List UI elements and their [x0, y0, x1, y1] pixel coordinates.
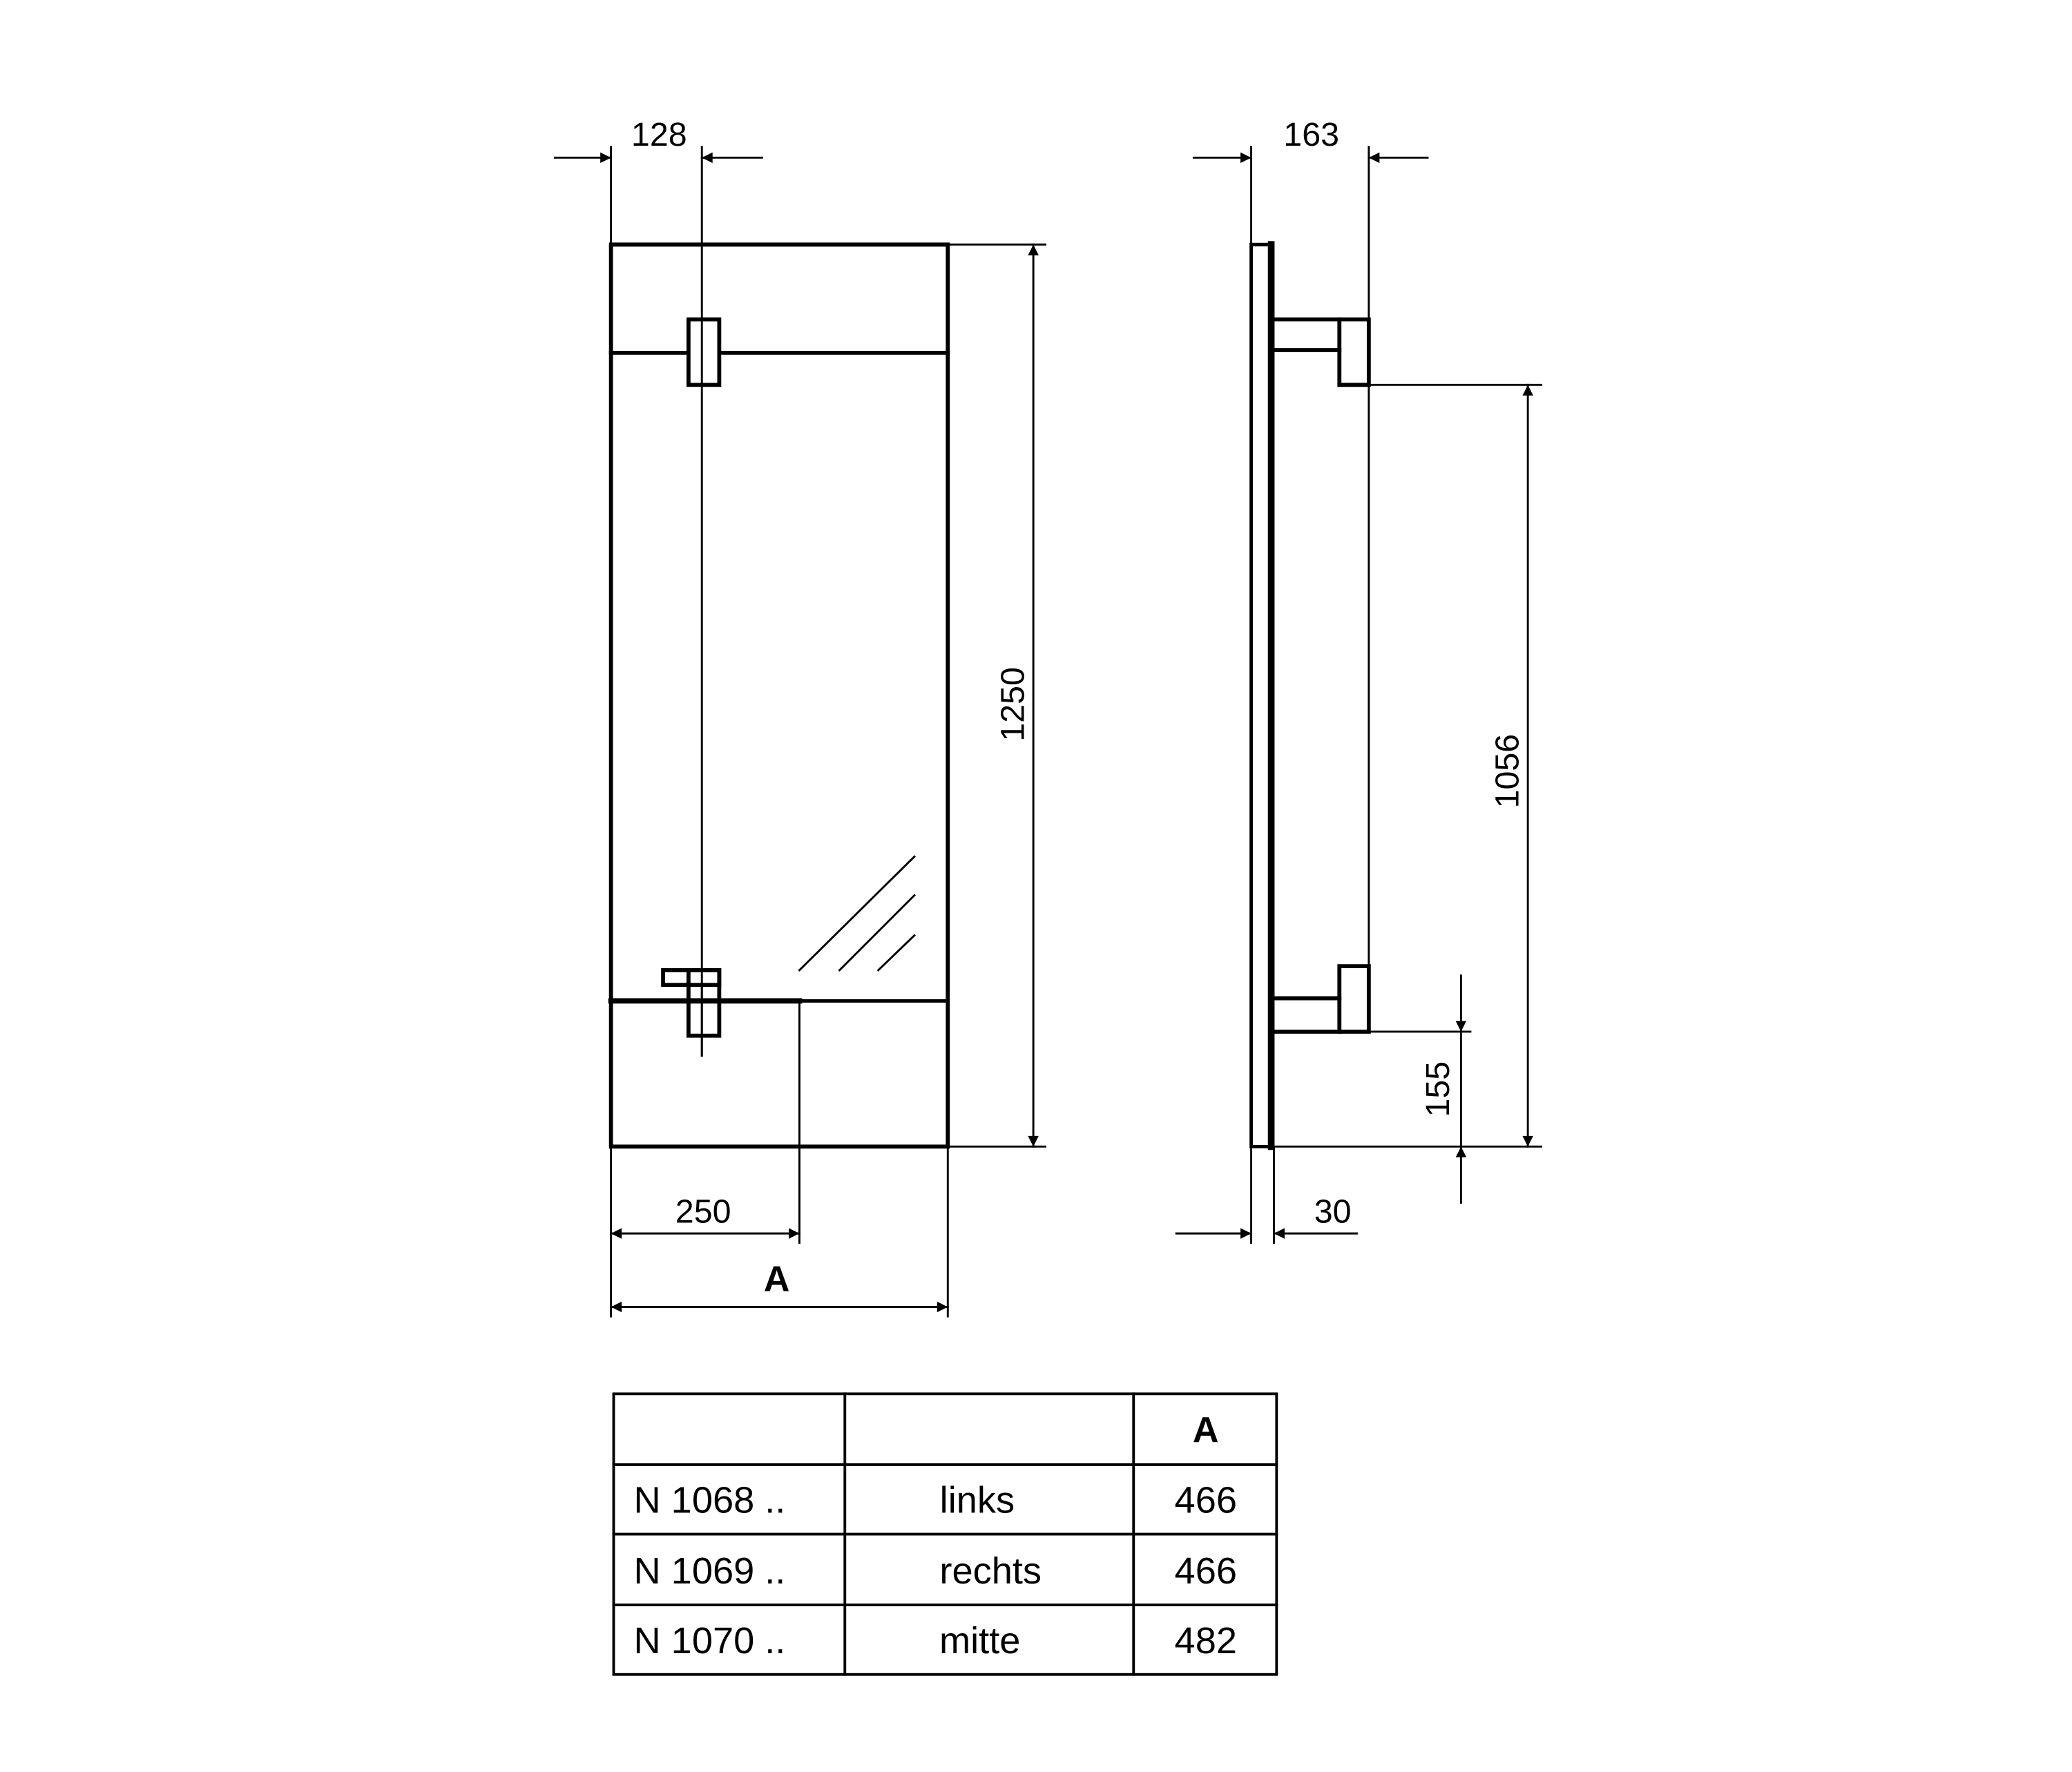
dim-30: 30 — [1314, 1193, 1352, 1231]
table-row: N 1069 .. rechts 466 — [634, 1550, 1237, 1592]
table-row: N 1070 .. mitte 482 — [634, 1620, 1237, 1662]
bracket-arm — [661, 968, 722, 988]
dim-1250: 1250 — [995, 667, 1032, 742]
cell-model: N 1068 .. — [634, 1480, 786, 1521]
cell-A: 466 — [1175, 1550, 1237, 1592]
bottom-bracket — [686, 968, 722, 1038]
top-wall-bracket — [1272, 317, 1371, 387]
dim-250: 250 — [675, 1193, 731, 1231]
cell-A: 482 — [1175, 1620, 1237, 1662]
cell-variant: rechts — [939, 1550, 1042, 1592]
cell-model: N 1070 .. — [634, 1620, 786, 1662]
glass-hatch — [798, 855, 916, 972]
table-row: N 1068 .. links 466 — [634, 1480, 1237, 1521]
cell-model: N 1069 .. — [634, 1550, 786, 1592]
mirror-panel-outline — [608, 242, 950, 1149]
dim-A: A — [764, 1259, 790, 1299]
bottom-wall-bracket — [1272, 964, 1371, 1034]
side-view — [1175, 146, 1542, 1244]
dim-163: 163 — [1283, 116, 1339, 153]
front-view — [553, 146, 1046, 1318]
dim-128: 128 — [631, 116, 687, 153]
dim-155: 155 — [1419, 1061, 1457, 1117]
cell-variant: links — [940, 1480, 1015, 1521]
cell-variant: mitte — [939, 1620, 1020, 1662]
top-bracket — [686, 317, 722, 387]
cell-A: 466 — [1175, 1480, 1237, 1521]
dimension-table-grid — [612, 1392, 1278, 1676]
dimension-table: A N 1068 .. links 466 N 1069 .. rechts 4… — [634, 1410, 1237, 1662]
dim-1056: 1056 — [1489, 734, 1526, 809]
table-header-A: A — [1193, 1410, 1219, 1450]
